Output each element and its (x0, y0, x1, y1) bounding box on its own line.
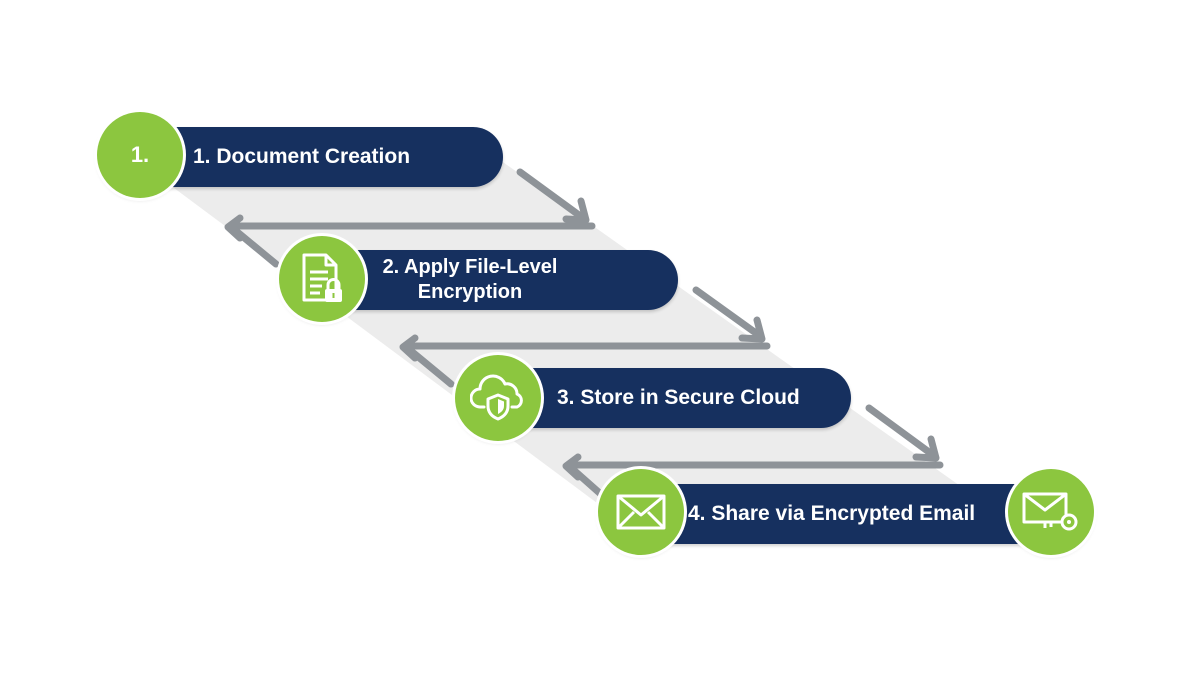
step-1-number: 1. (130, 142, 150, 167)
return-arrow-1 (224, 214, 596, 268)
return-arrow-2 (399, 334, 771, 388)
envelope-icon (616, 494, 666, 530)
step-1-circle: 1. (97, 112, 183, 198)
step-3-label: 3. Store in Secure Cloud (557, 386, 800, 409)
step-2-circle (279, 236, 365, 322)
step-4-trailing-circle (1008, 469, 1094, 555)
cloud-shield-icon (470, 374, 523, 421)
forward-arrow-1 (516, 168, 590, 224)
forward-arrow-3 (865, 404, 940, 462)
forward-arrow-2 (692, 286, 766, 343)
step-4-label: 4. Share via Encrypted Email (688, 502, 976, 525)
step-3-circle (455, 355, 541, 441)
step-2-label: 2. Apply File-Level Encryption (382, 256, 558, 303)
step-3-pill: 3. Store in Secure Cloud (505, 368, 851, 428)
step-2-pill: 2. Apply File-Level Encryption (330, 250, 678, 310)
step-1-label: 1. Document Creation (193, 145, 411, 168)
locked-document-icon (302, 253, 342, 302)
envelope-key-icon (1022, 492, 1078, 531)
step-1-pill: 1. Document Creation (145, 127, 503, 187)
step-4-circle (598, 469, 684, 555)
step-4-pill: 4. Share via Encrypted Email (650, 484, 1070, 544)
